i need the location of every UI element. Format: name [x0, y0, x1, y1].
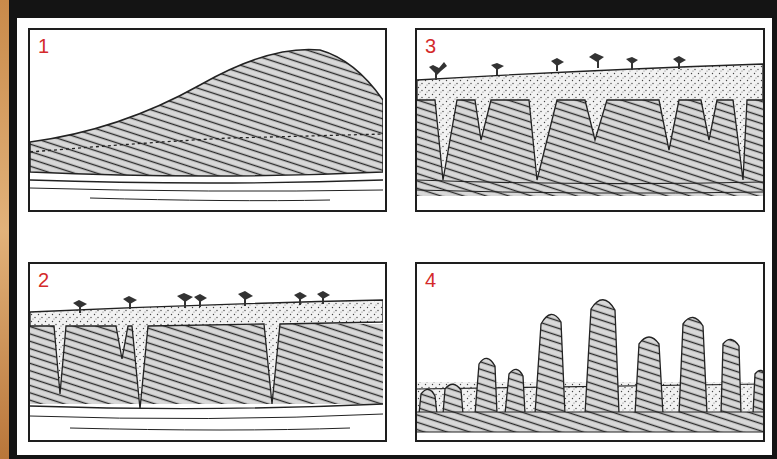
panel-number: 4: [425, 269, 436, 291]
page-border: [0, 0, 9, 459]
figure-panel: 2: [28, 262, 387, 442]
panel-number: 2: [38, 269, 49, 291]
figure-panel: 4: [415, 262, 765, 442]
panel-number: 3: [425, 35, 436, 57]
panel-number: 1: [38, 35, 49, 57]
figure-panel: 3: [415, 28, 765, 212]
figure-panel: 1: [28, 28, 387, 212]
